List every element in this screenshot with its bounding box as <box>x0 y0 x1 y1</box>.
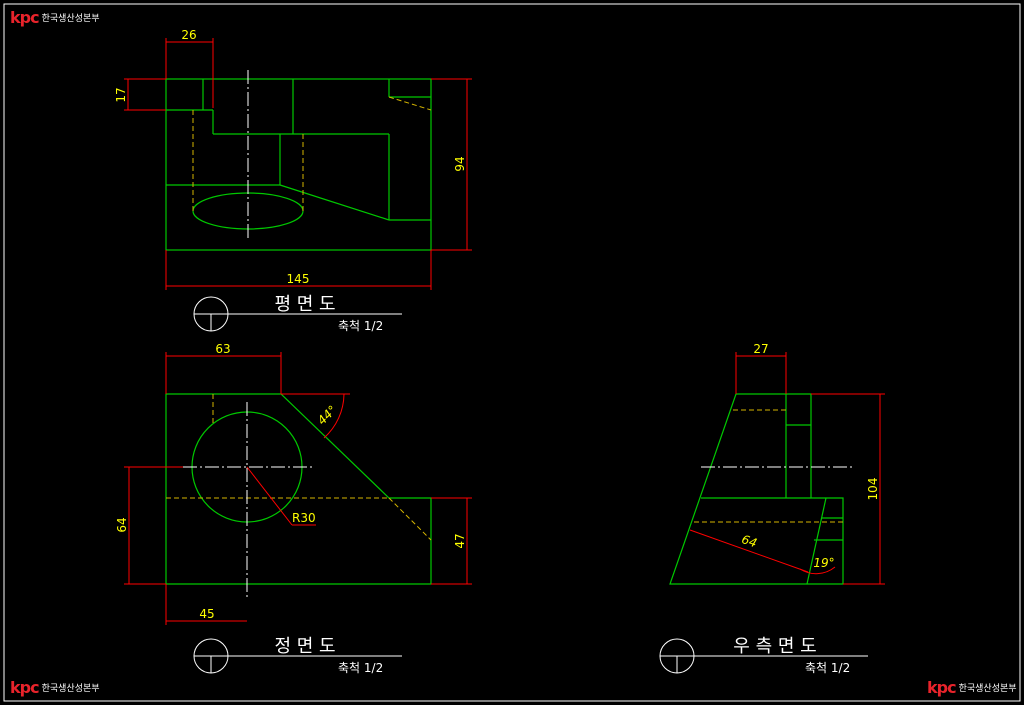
dim-front-47-label: 47 <box>453 533 467 548</box>
brand-org: 한국생산성본부 <box>41 684 100 694</box>
dim-front-r30-leader <box>246 466 293 526</box>
logo-bottom-right: kpc 한국생산성본부 <box>927 678 1017 697</box>
brand-mark: kpc <box>10 8 40 27</box>
plan-title: 평 면 도 <box>274 294 335 315</box>
dim-plan-26-label: 26 <box>181 28 196 42</box>
dim-front-r30-label: R30 <box>292 511 316 525</box>
plan-hidden-3 <box>388 96 432 111</box>
brand-org: 한국생산성본부 <box>41 14 100 24</box>
right-title: 우 측 면 도 <box>733 636 816 657</box>
front-outline <box>165 393 432 585</box>
dim-right-64-line <box>689 529 809 573</box>
front-view: 63 44° R30 64 47 45 정 면 도 축척 1/2 <box>115 342 472 675</box>
dim-right-64-label: 64 <box>740 532 759 550</box>
front-scale: 축척 1/2 <box>338 661 383 675</box>
brand-mark: kpc <box>927 678 957 697</box>
dim-plan-94-label: 94 <box>453 156 467 171</box>
right-view: 27 104 64 19° 우 측 면 도 축척 1/2 <box>659 342 885 675</box>
dim-right-104-label: 104 <box>866 478 880 501</box>
dim-front-63-label: 63 <box>215 342 230 356</box>
dim-plan-17-label: 17 <box>114 87 128 102</box>
plan-outline <box>165 78 432 251</box>
brand-mark: kpc <box>10 678 40 697</box>
plan-scale: 축척 1/2 <box>338 319 383 333</box>
sheet-border <box>3 3 1021 702</box>
dim-right-19-arc <box>799 566 836 575</box>
dim-front-64-label: 64 <box>115 517 129 532</box>
logo-top-left: kpc 한국생산성본부 <box>10 8 100 27</box>
brand-org: 한국생산성본부 <box>958 684 1017 694</box>
plan-slope <box>279 184 390 221</box>
dim-right-19-label: 19° <box>813 556 834 570</box>
dim-front-44-arc <box>323 393 345 439</box>
dim-plan-145-label: 145 <box>287 272 310 286</box>
front-title: 정 면 도 <box>274 636 335 657</box>
front-hidden-3 <box>388 497 432 541</box>
dim-front-45-label: 45 <box>199 607 214 621</box>
plan-view: 26 17 94 145 평 면 도 축척 1/2 <box>114 28 472 333</box>
right-notch-slope <box>806 497 827 585</box>
dim-right-27-label: 27 <box>753 342 768 356</box>
right-scale: 축척 1/2 <box>805 661 850 675</box>
logo-bottom-left: kpc 한국생산성본부 <box>10 678 100 697</box>
